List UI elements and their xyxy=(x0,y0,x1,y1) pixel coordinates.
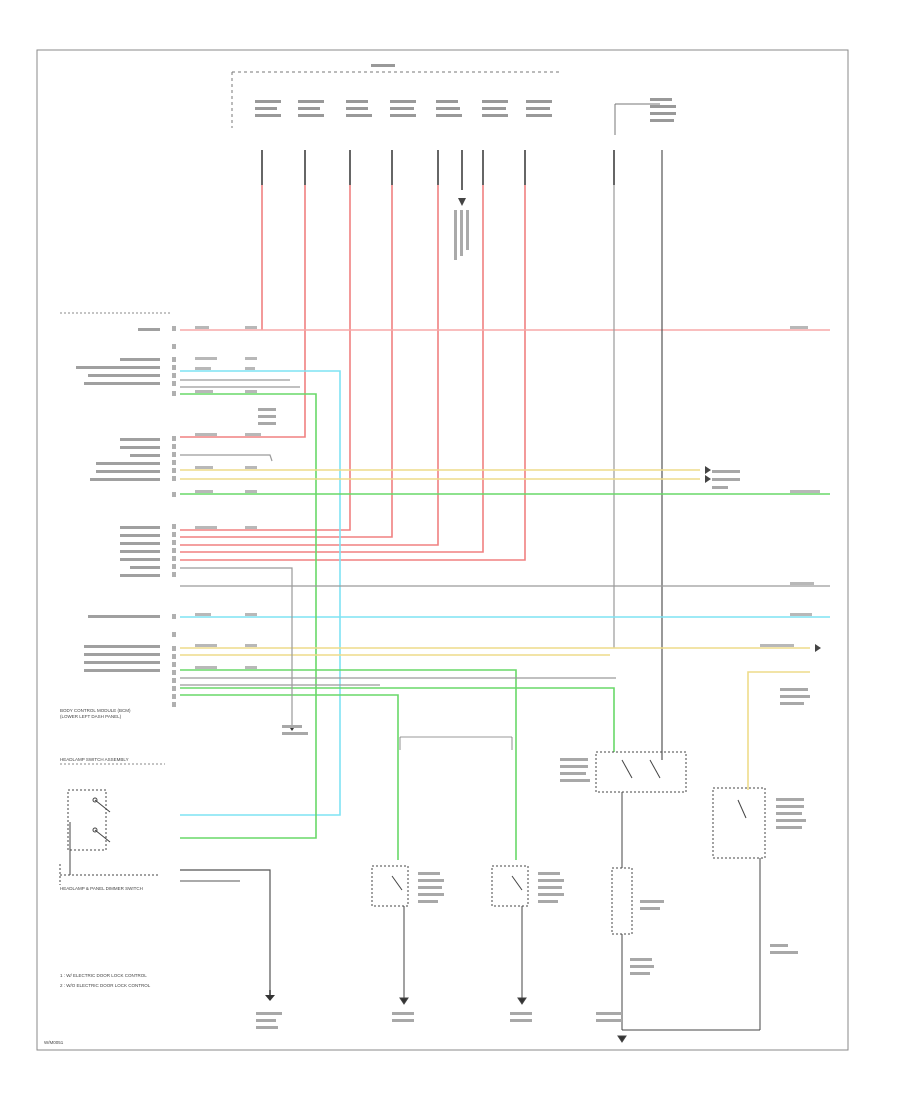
legend-item-1: 1 : W/ ELECTRIC DOOR LOCK CONTROL xyxy=(60,973,147,978)
cyan-wires xyxy=(180,370,830,816)
bcm-pin-labels xyxy=(76,328,160,672)
headlamp-switch-assembly-title: HEADLAMP SWITCH ASSEMBLY xyxy=(60,757,129,762)
headlamp-switch-label: HEADLAMP & PANEL DIMMER SWITCH xyxy=(60,886,143,891)
yellow-wires xyxy=(180,469,810,790)
bcm-title: BODY CONTROL MODULE (BCM) xyxy=(60,708,131,713)
fuse-stubs xyxy=(261,150,615,190)
door-switch-bracket xyxy=(399,736,513,750)
bcm-subtitle: (LOWER LEFT DASH PANEL) xyxy=(60,714,122,719)
right-rear-door-switch xyxy=(491,865,529,1005)
front-door-switch xyxy=(595,751,760,1043)
ground-arrow xyxy=(454,198,469,260)
connector-markers xyxy=(705,466,821,652)
headlamp-switch-wires xyxy=(180,869,275,1001)
legend-item-2: 2 : W/O ELECTRIC DOOR LOCK CONTROL xyxy=(60,983,151,988)
red-power-feeds xyxy=(180,185,526,561)
footer-code: W/M0051 xyxy=(44,1040,64,1045)
wire-color-codes xyxy=(195,326,820,669)
headlamp-switch xyxy=(59,789,160,885)
diagram-frame xyxy=(36,49,849,1051)
bcm-pin-numbers xyxy=(172,326,176,707)
passenger-door-switch xyxy=(712,787,766,1030)
green-wires xyxy=(180,393,830,860)
component-labels xyxy=(256,408,810,1029)
left-rear-door-switch xyxy=(371,865,409,1005)
gray-wires xyxy=(180,379,830,725)
fuse-labels xyxy=(255,64,676,122)
junction-box-bracket xyxy=(231,71,660,135)
